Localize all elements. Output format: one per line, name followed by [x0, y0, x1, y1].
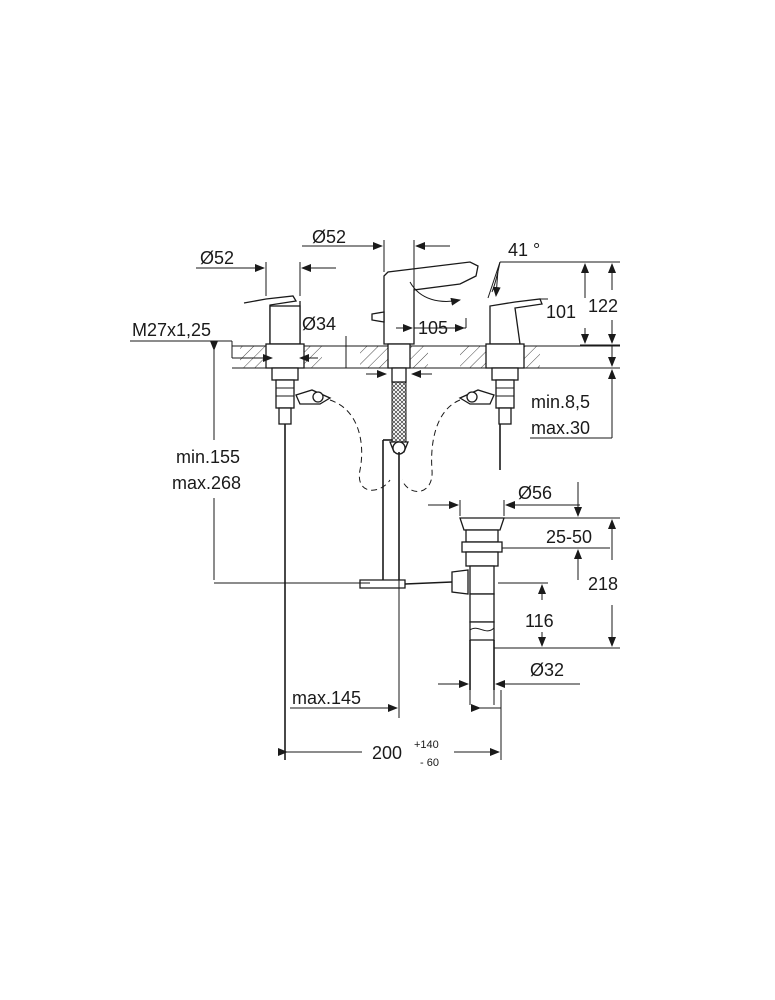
dimension-labels: Ø52 Ø52 41 ° M27x1,25 Ø34 105 101 122 mi… [132, 227, 618, 769]
label-handle-height: 101 [546, 302, 576, 322]
label-spread: 200 [372, 743, 402, 763]
label-spread-minus: - 60 [420, 757, 439, 769]
label-drain-total: 218 [588, 574, 618, 594]
right-handle-valve [458, 298, 543, 470]
label-thread: M27x1,25 [132, 320, 211, 340]
label-hose-max: max.268 [172, 473, 241, 493]
spout [371, 261, 479, 580]
label-spout-reach: 105 [418, 318, 448, 338]
dimension-lines [130, 240, 620, 760]
label-drain-adjust: 25-50 [546, 527, 592, 547]
label-hose-min: min.155 [176, 447, 240, 467]
label-rod-max: max.145 [292, 688, 361, 708]
hoses [329, 399, 461, 492]
label-handle-diameter: Ø52 [200, 248, 234, 268]
label-spout-angle: 41 ° [508, 240, 540, 260]
label-drain-depth: 116 [525, 611, 554, 631]
label-deck-max: max.30 [531, 418, 590, 438]
label-pipe-diameter: Ø32 [530, 660, 564, 680]
label-hole-diameter: Ø34 [302, 314, 336, 334]
label-spout-diameter: Ø52 [312, 227, 346, 247]
label-total-height: 122 [588, 296, 618, 316]
label-deck-min: min.8,5 [531, 392, 590, 412]
label-drain-diameter: Ø56 [518, 483, 552, 503]
label-spread-plus: +140 [414, 739, 439, 751]
drain-assembly [359, 517, 505, 690]
